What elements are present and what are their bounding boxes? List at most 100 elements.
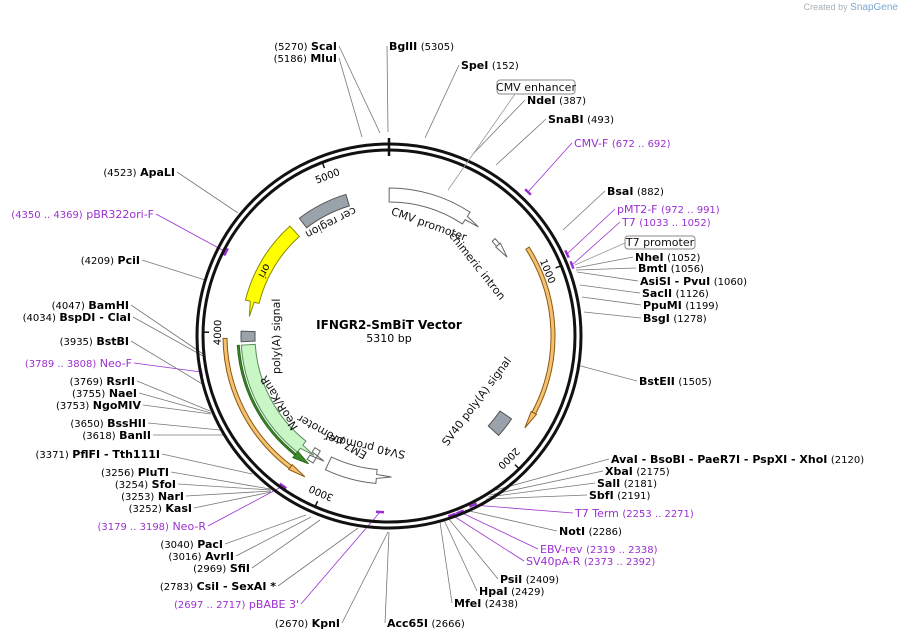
feature-neor-kanr xyxy=(240,343,315,456)
vector-title: IFNGR2-SmBiT Vector xyxy=(316,318,462,332)
site-label: PpuMI (1199) xyxy=(643,299,719,312)
site-label: (4523) ApaLI xyxy=(103,166,175,179)
site-label: (3650) BssHII xyxy=(70,417,146,430)
feature-cmv-promoter xyxy=(388,187,479,228)
site-label: (2969) SfiI xyxy=(193,562,250,575)
site-label: HpaI (2429) xyxy=(479,585,544,598)
primer-label: (3179 .. 3198) Neo-R xyxy=(98,520,207,533)
leader-line xyxy=(576,271,639,282)
site-label: (3256) PluTI xyxy=(101,466,169,479)
primer-mark xyxy=(524,188,532,196)
primer-mark xyxy=(279,482,287,490)
leader-line xyxy=(472,504,574,514)
site-label: SbfI (2191) xyxy=(589,489,651,502)
primer-label: (3789 .. 3808) Neo-F xyxy=(25,357,132,370)
leader-line xyxy=(207,485,284,527)
leader-line xyxy=(575,256,634,269)
primer-mark xyxy=(569,260,575,270)
site-label: NotI (2286) xyxy=(559,525,622,538)
cmv-enhancer-box: CMV enhancer xyxy=(447,79,576,191)
leader-line xyxy=(485,494,588,500)
feature-em7-promoter xyxy=(306,446,325,464)
leader-line xyxy=(386,45,389,133)
site-label: (3371) PflFI - Tth111I xyxy=(36,448,160,461)
vector-length: 5310 bp xyxy=(366,332,411,345)
leader-line xyxy=(155,213,227,253)
leader-line xyxy=(487,482,596,498)
site-label: AsiSI - PvuI (1060) xyxy=(640,275,747,288)
leader-line xyxy=(170,471,271,490)
site-label: SacII (1126) xyxy=(642,287,709,300)
site-label: (3618) BanII xyxy=(82,429,151,442)
primer-mark xyxy=(564,249,570,259)
primer-mark xyxy=(455,509,465,515)
orf-arc xyxy=(222,337,306,478)
leader-line xyxy=(251,519,321,569)
site-label: (5270) ScaI xyxy=(274,40,337,53)
site-label: (3935) BstBI xyxy=(60,335,129,348)
site-label: (3040) PacI xyxy=(160,538,223,551)
primer-label: CMV-F (672 .. 692) xyxy=(574,137,671,150)
site-label: Acc65I (2666) xyxy=(387,617,465,630)
leader-line xyxy=(384,531,390,624)
leader-line xyxy=(136,380,211,412)
leader-line xyxy=(562,190,606,231)
site-label: (3254) SfoI xyxy=(115,478,176,491)
t7-promoter-box: T7 promoter xyxy=(574,235,696,266)
site-label: SnaBI (493) xyxy=(548,113,614,126)
leader-line xyxy=(495,458,610,491)
leader-line xyxy=(138,392,212,414)
site-label: XbaI (2175) xyxy=(605,465,670,478)
primer-label: T7 Term (2253 .. 2271) xyxy=(574,507,694,520)
primer-label: EBV-rev (2319 .. 2338) xyxy=(540,543,658,556)
site-label: (3016) AvrII xyxy=(168,550,234,563)
feature-arrows xyxy=(222,187,556,484)
leader-line xyxy=(147,422,221,431)
leader-line xyxy=(176,171,239,214)
leader-line xyxy=(133,362,202,373)
site-label: MfeI (2438) xyxy=(454,597,518,610)
neor-orf-line xyxy=(236,344,309,465)
primer-mark xyxy=(447,512,457,518)
site-label: NheI (1052) xyxy=(635,251,700,264)
tick-mark xyxy=(321,162,326,169)
leader-line xyxy=(439,521,453,604)
feature-label: ori xyxy=(255,261,273,280)
feature-label: poly(A) signal xyxy=(270,299,283,374)
site-label: BsgI (1278) xyxy=(643,312,707,325)
tick-label: 4000 xyxy=(213,320,225,346)
site-label: BstEII (1505) xyxy=(639,375,712,388)
leader-line xyxy=(451,514,525,562)
tick-mark xyxy=(555,265,562,269)
leader-line xyxy=(424,64,460,139)
feature-cer-region xyxy=(298,193,350,229)
leader-line xyxy=(443,519,478,592)
tick-label: 3000 xyxy=(307,482,335,502)
primer-label: (2697 .. 2717) pBABE 3' xyxy=(174,598,299,611)
leader-line xyxy=(130,304,204,355)
leader-line xyxy=(141,259,206,281)
svg-text:CMV enhancer: CMV enhancer xyxy=(496,81,576,94)
feature-chimeric-intron xyxy=(491,237,508,258)
leader-line xyxy=(575,267,637,271)
site-label: BsaI (882) xyxy=(607,185,664,198)
feature-label: SV40 poly(A) signal xyxy=(439,355,514,449)
leader-line xyxy=(193,491,272,509)
leader-line xyxy=(581,296,642,306)
leader-line xyxy=(489,470,604,496)
primer-label: (4350 .. 4369) pBR322ori-F xyxy=(11,208,154,221)
primer-mark xyxy=(223,247,229,257)
leader-line xyxy=(341,531,389,624)
leader-line xyxy=(583,311,642,319)
site-label: (4034) BspDI - ClaI xyxy=(23,311,131,324)
tick-mark xyxy=(514,464,520,470)
leader-line xyxy=(472,99,526,155)
leader-line xyxy=(464,509,558,532)
site-label: (4047) BamHI xyxy=(52,299,129,312)
site-label: (3753) NgoMIV xyxy=(56,399,141,412)
site-label: SpeI (152) xyxy=(461,59,519,72)
site-label: (3252) KasI xyxy=(129,502,192,515)
site-label: (2783) CsiI - SexAI * xyxy=(160,580,276,593)
